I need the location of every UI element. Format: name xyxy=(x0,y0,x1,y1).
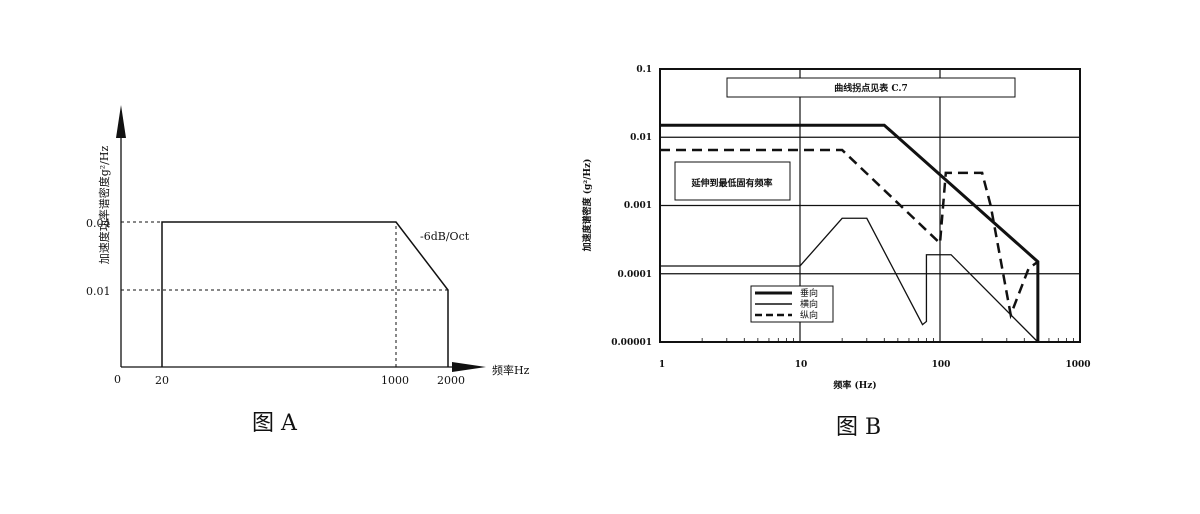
chart-b-x-tick-label: 1000 xyxy=(1065,360,1090,370)
chart-b-extend-box xyxy=(674,161,791,201)
chart-a-caption: 图 A xyxy=(252,411,298,436)
chart-b-note: 曲线拐点见表 C.7 xyxy=(834,82,908,94)
chart-b-legend-label: 垂向 xyxy=(800,287,818,299)
chart-b-series-line xyxy=(659,217,1039,343)
chart-a-x-label: 频率Hz xyxy=(492,363,530,377)
chart-a-x-tick-label: 2000 xyxy=(437,374,465,387)
chart-a-origin-label: 0 xyxy=(114,373,121,386)
chart-b-y-tick-label: 0.1 xyxy=(636,65,652,75)
chart-b-x-tick-label: 1 xyxy=(659,360,665,370)
chart-a-annotation: -6dB/Oct xyxy=(420,230,470,243)
chart-b: 曲线拐点见表 C.7 延伸到最低固有频率 垂向 横向 纵向 0.1 0.01 0… xyxy=(581,65,1091,440)
chart-b-legend: 垂向 横向 纵向 xyxy=(750,285,834,323)
chart-a-x-arrow xyxy=(452,362,486,372)
chart-a-y-label: 加速度功率谱密度g²/Hz xyxy=(97,146,111,265)
chart-a-x-tick-label: 1000 xyxy=(381,374,409,387)
chart-a-y-tick-label: 0.04 xyxy=(86,217,111,230)
chart-b-series-line xyxy=(660,148,1039,320)
chart-b-legend-label: 横向 xyxy=(800,298,818,310)
chart-b-legend-label: 纵向 xyxy=(800,309,818,321)
chart-a-x-tick-label: 20 xyxy=(155,374,169,387)
chart-b-y-tick-label: 0.00001 xyxy=(611,338,652,348)
chart-b-y-tick-label: 0.0001 xyxy=(618,270,652,280)
chart-b-y-label: 加速度谱密度 (g²/Hz) xyxy=(581,159,593,253)
chart-b-x-tick-label: 100 xyxy=(932,360,951,370)
chart-b-y-tick-label: 0.01 xyxy=(630,133,652,143)
chart-b-y-tick-label: 0.001 xyxy=(624,201,652,211)
chart-b-series-line xyxy=(660,123,1040,342)
chart-a: 加速度功率谱密度g²/Hz 0 0.04 0.01 20 1000 2000 频… xyxy=(86,105,530,436)
chart-b-x-label: 频率 (Hz) xyxy=(833,379,876,391)
chart-b-extend-note: 延伸到最低固有频率 xyxy=(690,177,772,189)
chart-b-caption: 图 B xyxy=(836,415,881,440)
chart-a-y-arrow xyxy=(116,105,126,138)
chart-a-y-tick-label: 0.01 xyxy=(86,285,111,298)
chart-a-series-line xyxy=(161,221,449,367)
chart-b-note-box xyxy=(726,77,1016,98)
chart-b-x-tick-label: 10 xyxy=(795,360,808,370)
